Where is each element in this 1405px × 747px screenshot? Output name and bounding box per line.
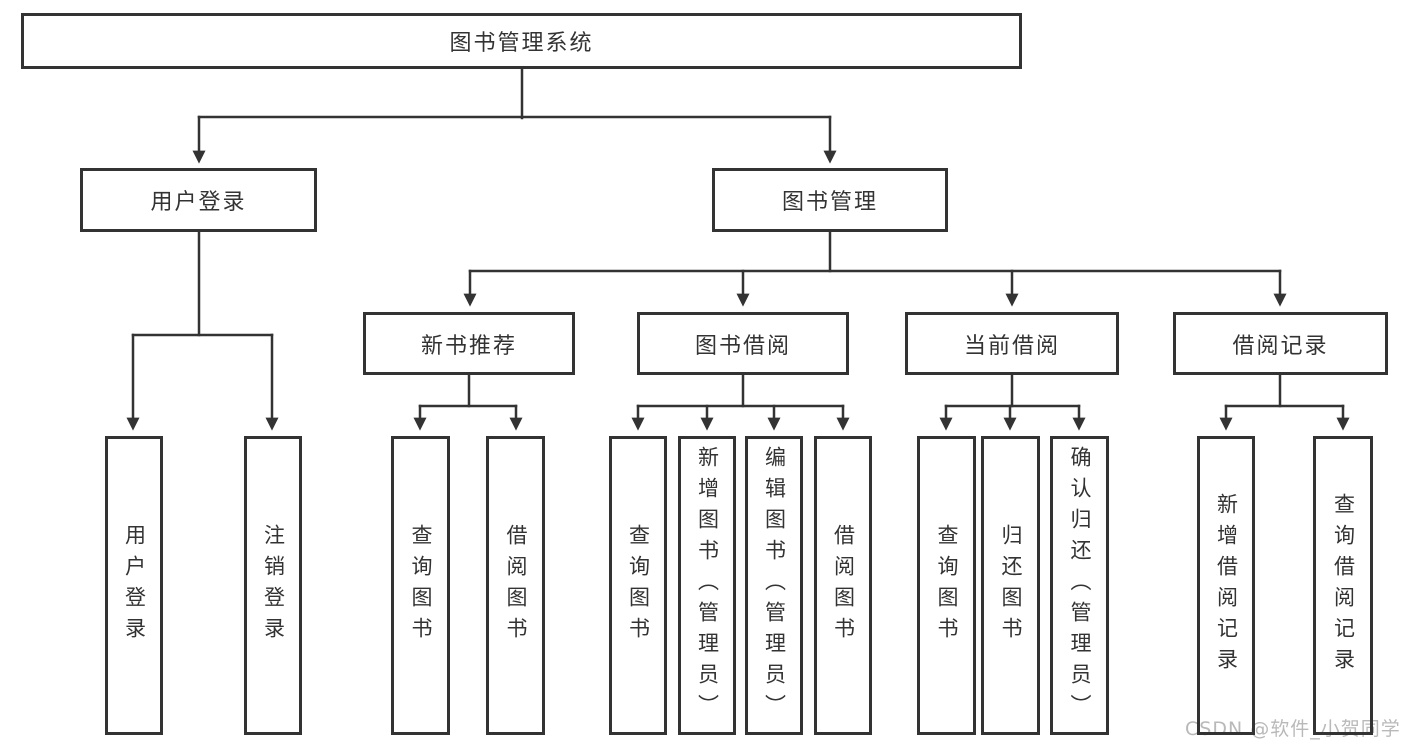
leaf-query-book-3: 查询图书 <box>917 436 976 735</box>
node-user-login: 用户登录 <box>80 168 317 232</box>
leaf-add-book-admin: 新增图书（管理员） <box>678 436 736 735</box>
leaf-query-book-2: 查询图书 <box>609 436 667 735</box>
leaf-borrow-book-1: 借阅图书 <box>486 436 545 735</box>
leaf-query-book-1: 查询图书 <box>391 436 450 735</box>
leaf-edit-book-admin: 编辑图书（管理员） <box>745 436 803 735</box>
leaf-query-borrow-record: 查询借阅记录 <box>1313 436 1373 735</box>
node-new-book-recommend: 新书推荐 <box>363 312 575 375</box>
leaf-logout: 注销登录 <box>244 436 302 735</box>
leaf-add-borrow-record: 新增借阅记录 <box>1197 436 1255 735</box>
leaf-user-login: 用户登录 <box>105 436 163 735</box>
node-book-management: 图书管理 <box>712 168 948 232</box>
leaf-confirm-return-admin: 确认归还（管理员） <box>1050 436 1109 735</box>
leaf-return-book: 归还图书 <box>981 436 1040 735</box>
leaf-borrow-book-2: 借阅图书 <box>814 436 872 735</box>
node-root: 图书管理系统 <box>21 13 1022 69</box>
node-book-borrow: 图书借阅 <box>637 312 849 375</box>
csdn-watermark: CSDN @软件_小贺同学 <box>1185 718 1401 740</box>
node-borrow-record: 借阅记录 <box>1173 312 1388 375</box>
node-current-borrow: 当前借阅 <box>905 312 1119 375</box>
